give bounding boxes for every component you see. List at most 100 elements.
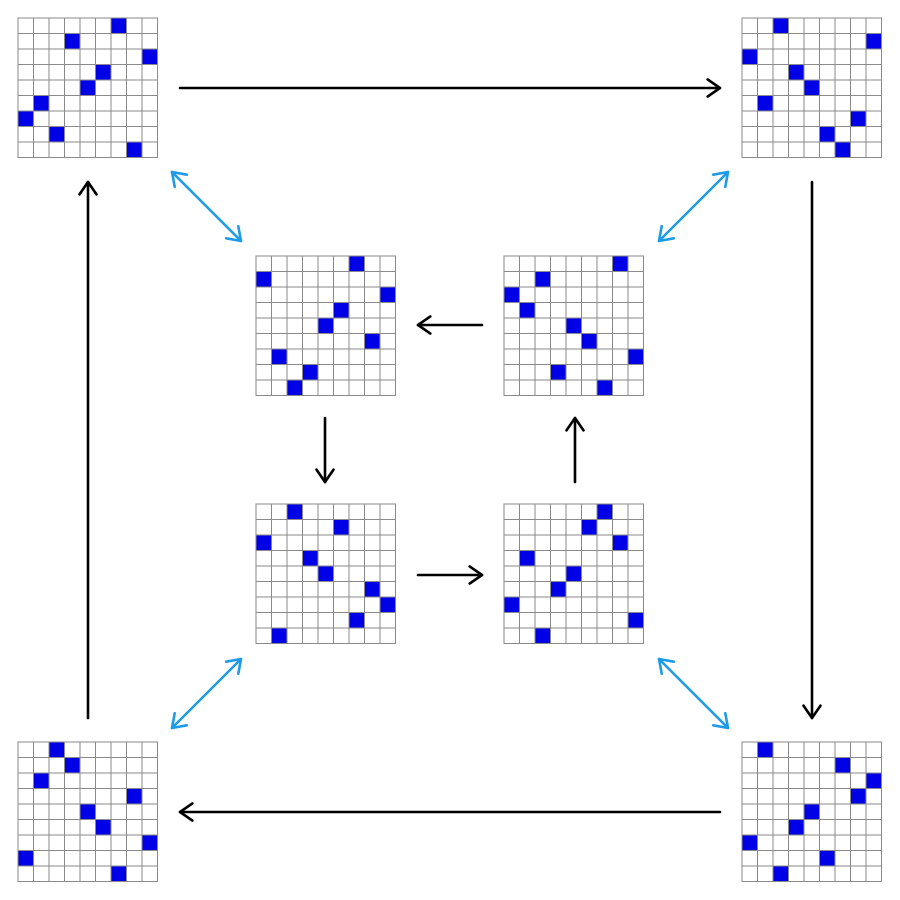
empty-cell xyxy=(596,255,613,272)
arrow-head xyxy=(711,170,730,189)
empty-cell xyxy=(141,850,158,867)
empty-cell xyxy=(95,48,112,65)
empty-cell xyxy=(17,757,34,774)
empty-cell xyxy=(819,33,836,50)
queen-cell xyxy=(612,534,629,551)
empty-cell xyxy=(348,534,365,551)
empty-cell xyxy=(255,596,272,613)
empty-cell xyxy=(17,819,34,836)
empty-cell xyxy=(850,48,867,65)
empty-cell xyxy=(302,565,319,582)
empty-cell xyxy=(95,788,112,805)
empty-cell xyxy=(317,519,334,536)
empty-cell xyxy=(348,271,365,288)
empty-cell xyxy=(581,271,598,288)
empty-cell xyxy=(834,819,851,836)
queen-cell xyxy=(627,612,644,629)
empty-cell xyxy=(255,627,272,644)
empty-cell xyxy=(503,503,520,520)
empty-cell xyxy=(255,255,272,272)
empty-cell xyxy=(364,627,381,644)
empty-cell xyxy=(550,333,567,350)
empty-cell xyxy=(803,33,820,50)
queen-cell xyxy=(379,596,396,613)
empty-cell xyxy=(865,788,882,805)
empty-cell xyxy=(286,333,303,350)
empty-cell xyxy=(379,534,396,551)
empty-cell xyxy=(612,271,629,288)
empty-cell xyxy=(788,850,805,867)
empty-cell xyxy=(850,850,867,867)
empty-cell xyxy=(333,550,350,567)
empty-cell xyxy=(565,302,582,319)
empty-cell xyxy=(741,757,758,774)
empty-cell xyxy=(95,95,112,112)
empty-cell xyxy=(271,271,288,288)
empty-cell xyxy=(772,741,789,758)
empty-cell xyxy=(741,772,758,789)
empty-cell xyxy=(48,772,65,789)
empty-cell xyxy=(379,333,396,350)
empty-cell xyxy=(126,865,143,882)
queen-cell xyxy=(286,379,303,396)
arrow-shaft xyxy=(170,657,243,730)
empty-cell xyxy=(534,333,551,350)
empty-cell xyxy=(865,819,882,836)
empty-cell xyxy=(612,379,629,396)
arrow-head xyxy=(565,416,585,432)
empty-cell xyxy=(534,565,551,582)
empty-cell xyxy=(581,379,598,396)
empty-cell xyxy=(255,317,272,334)
empty-cell xyxy=(581,550,598,567)
empty-cell xyxy=(788,33,805,50)
empty-cell xyxy=(596,271,613,288)
empty-cell xyxy=(64,865,81,882)
empty-cell xyxy=(865,79,882,96)
empty-cell xyxy=(255,565,272,582)
empty-cell xyxy=(565,534,582,551)
empty-cell xyxy=(803,772,820,789)
empty-cell xyxy=(627,255,644,272)
empty-cell xyxy=(79,788,96,805)
empty-cell xyxy=(110,79,127,96)
empty-cell xyxy=(255,302,272,319)
empty-cell xyxy=(271,550,288,567)
empty-cell xyxy=(255,612,272,629)
arrow-inner-left xyxy=(315,416,335,484)
empty-cell xyxy=(550,503,567,520)
empty-cell xyxy=(79,95,96,112)
empty-cell xyxy=(596,348,613,365)
empty-cell xyxy=(48,95,65,112)
queen-cell xyxy=(741,834,758,851)
queen-cell xyxy=(834,141,851,158)
empty-cell xyxy=(364,317,381,334)
empty-cell xyxy=(64,772,81,789)
empty-cell xyxy=(110,141,127,158)
empty-cell xyxy=(627,534,644,551)
arrow-head xyxy=(78,180,98,196)
empty-cell xyxy=(348,348,365,365)
empty-cell xyxy=(772,48,789,65)
empty-cell xyxy=(757,64,774,81)
empty-cell xyxy=(550,565,567,582)
empty-cell xyxy=(834,79,851,96)
queen-cell xyxy=(627,348,644,365)
empty-cell xyxy=(803,865,820,882)
queen-cell xyxy=(379,286,396,303)
queen-cell xyxy=(333,519,350,536)
empty-cell xyxy=(550,271,567,288)
queen-cell xyxy=(581,333,598,350)
queen-cell xyxy=(64,33,81,50)
empty-cell xyxy=(110,95,127,112)
arrow-shaft xyxy=(657,170,730,243)
empty-cell xyxy=(271,333,288,350)
empty-cell xyxy=(803,850,820,867)
empty-cell xyxy=(565,612,582,629)
queen-cell xyxy=(503,596,520,613)
empty-cell xyxy=(348,503,365,520)
empty-cell xyxy=(126,819,143,836)
empty-cell xyxy=(333,317,350,334)
empty-cell xyxy=(333,255,350,272)
empty-cell xyxy=(834,17,851,34)
